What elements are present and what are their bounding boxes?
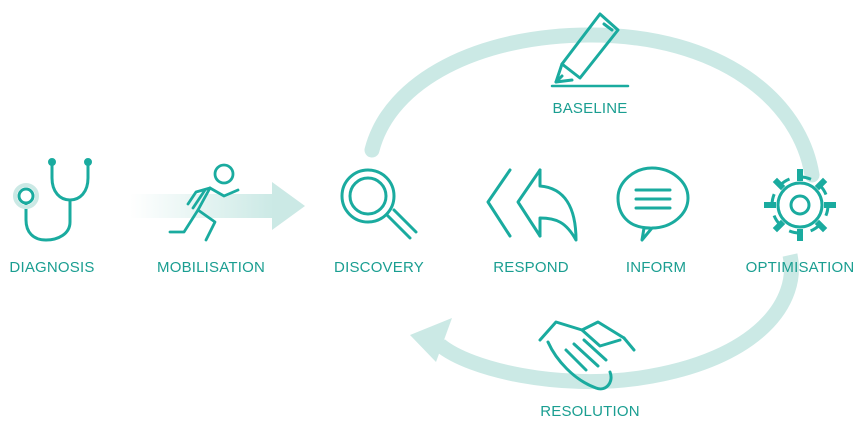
flow-arrowhead: [272, 182, 305, 230]
reply-arrow-icon: [486, 168, 578, 242]
pen-icon: [550, 12, 630, 88]
speech-bubble-icon: [616, 166, 690, 242]
running-person-icon: [168, 163, 240, 242]
optimisation-label: OPTIMISATION: [745, 259, 855, 276]
cycle-ring-bottom: [435, 253, 799, 390]
stethoscope-icon: [13, 158, 92, 242]
cycle-ring-top: [364, 27, 820, 183]
handshake-icon: [538, 320, 636, 391]
gear-icon: [764, 169, 836, 241]
magnifier-icon: [340, 168, 418, 240]
baseline-label: BASELINE: [552, 100, 628, 117]
discovery-label: DISCOVERY: [334, 259, 424, 276]
diagnosis-label: DIAGNOSIS: [9, 259, 95, 276]
cycle-arrowhead: [410, 318, 452, 362]
inform-label: INFORM: [625, 259, 687, 276]
resolution-label: RESOLUTION: [540, 403, 640, 420]
mobilisation-label: MOBILISATION: [157, 259, 265, 276]
respond-label: RESPOND: [493, 259, 569, 276]
